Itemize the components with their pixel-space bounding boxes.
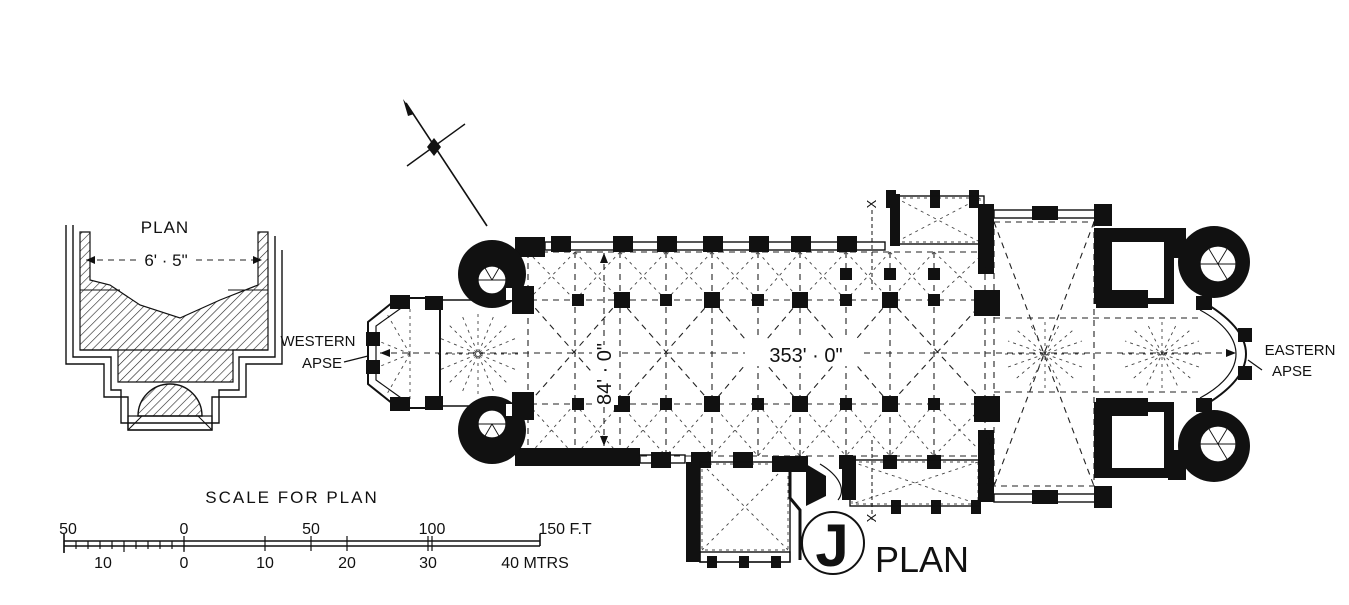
scale-ft-50-left: 50	[59, 521, 77, 538]
scale-m-40: 40 MTRS	[501, 555, 569, 572]
detail-dimension: 6' · 5"	[144, 251, 187, 270]
scale-ft-100: 100	[419, 521, 446, 538]
scale-m-10: 10	[256, 555, 274, 572]
caption-text: PLAN	[875, 539, 969, 580]
overall-length-label: 353' · 0"	[769, 345, 842, 367]
cathedral-plan	[366, 190, 1252, 568]
west-turret-north	[458, 240, 526, 308]
plan-caption: J PLAN	[801, 511, 969, 580]
scale-title: SCALE FOR PLAN	[205, 488, 379, 507]
detail-title: PLAN	[141, 218, 189, 237]
pier-detail-plan: PLAN 6' · 5"	[65, 218, 283, 431]
east-turret-north	[1178, 226, 1250, 298]
western-apse-label-line2: APSE	[302, 355, 342, 372]
scale-m-20: 20	[338, 555, 356, 572]
scale-ft-0: 0	[180, 521, 189, 538]
scale-bar: SCALE FOR PLAN 50 0 50 100 150 F.T 10 0 …	[59, 488, 592, 572]
eastern-apse-label-line2: APSE	[1272, 363, 1312, 380]
overall-width-label: 84' · 0"	[594, 343, 616, 405]
east-turret-south	[1178, 410, 1250, 482]
caption-letter: J	[815, 512, 848, 579]
section-mark-top: X	[864, 199, 879, 208]
scale-ft-150: 150 F.T	[538, 521, 592, 538]
scale-m-0: 0	[180, 555, 189, 572]
western-apse-label-line1: WESTERN	[281, 333, 356, 350]
scale-ft-50: 50	[302, 521, 320, 538]
north-arrow-icon	[403, 99, 488, 227]
scale-m-10-left: 10	[94, 555, 112, 572]
eastern-apse-label-line1: EASTERN	[1265, 342, 1336, 359]
scale-m-30: 30	[419, 555, 437, 572]
section-mark-bottom: X	[864, 513, 879, 522]
